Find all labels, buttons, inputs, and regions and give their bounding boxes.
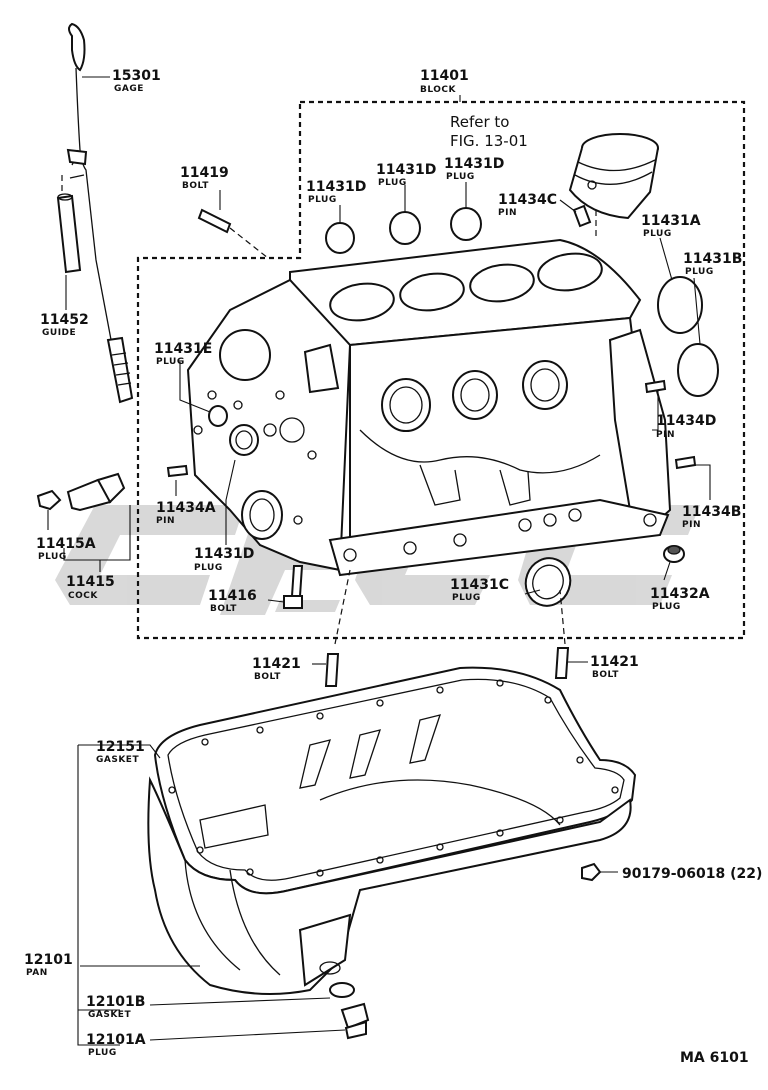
callout-plug-11431b-name: PLUG (685, 267, 714, 277)
callout-plug-11431d-b-name: PLUG (378, 178, 407, 188)
callout-gasket-12101b-number: 12101B (86, 994, 145, 1010)
callout-plug-11431d-d-name: PLUG (194, 563, 223, 573)
bolt-90179-part (581, 862, 602, 882)
plug-12101a-part (340, 1002, 370, 1040)
callout-pan-number: 12101 (24, 952, 73, 968)
callout-plug-11431c-name: PLUG (452, 593, 481, 603)
callout-plug-11431d-a-name: PLUG (308, 195, 337, 205)
dipstick-gage (66, 22, 134, 404)
pin-11434d-part (644, 379, 667, 394)
callout-block-name: BLOCK (420, 85, 457, 95)
callout-bolt-90179-number: 90179-06018 (22) (622, 866, 762, 882)
pin-11434b-part (674, 455, 697, 470)
callout-guide-number: 11452 (40, 312, 89, 328)
callout-bolt-11419-number: 11419 (180, 165, 229, 181)
callout-pin-11434a-number: 11434A (156, 500, 216, 516)
callout-plug-11431d-b-number: 11431D (376, 162, 436, 178)
cylinder-block (186, 238, 672, 577)
cock-11415-part (66, 472, 126, 512)
leader-lines (47, 76, 711, 1046)
plug-11431e-part (208, 405, 228, 427)
plug-11415a-part (36, 489, 62, 511)
diagram-code: MA 6101 (680, 1050, 749, 1066)
callout-cock-number: 11415 (66, 574, 115, 590)
pin-11434c (572, 204, 592, 228)
callout-gasket-12151-name: GASKET (96, 755, 139, 765)
bolt-11421-parts (324, 647, 570, 687)
callout-plug-11415a-number: 11415A (36, 536, 96, 552)
callout-plug-11431b-number: 11431B (683, 251, 742, 267)
callout-plug-11431d-a-number: 11431D (306, 179, 366, 195)
callout-cock-name: COCK (68, 591, 98, 601)
plug-11431a-part (657, 276, 703, 334)
callout-plug-11431d-d-number: 11431D (194, 546, 254, 562)
callout-plug-11431a-number: 11431A (641, 213, 701, 229)
callout-pin-11434a-name: PIN (156, 516, 175, 526)
callout-plug-11431d-c-name: PLUG (446, 172, 475, 182)
bolt-11419-part (197, 208, 232, 234)
callout-bolt-11416-number: 11416 (208, 588, 257, 604)
callout-bolt-11419-name: BOLT (182, 181, 209, 191)
callout-gasket-12101b-name: GASKET (88, 1010, 131, 1020)
callout-pan-name: PAN (26, 968, 48, 978)
callout-block-number: 11401 (420, 68, 469, 84)
callout-labels: 15301 GAGE 11401 BLOCK 11419 BOLT 11431D… (24, 68, 762, 1066)
callout-plug-11432a-number: 11432A (650, 586, 710, 602)
callout-plug-12101a-name: PLUG (88, 1048, 117, 1058)
callout-guide-name: GUIDE (42, 328, 76, 338)
reference-line2: FIG. 13-01 (450, 132, 528, 150)
plug-11431b-part (677, 343, 719, 397)
callout-bolt-11421-a-number: 11421 (252, 656, 301, 672)
plug-11431c-part (524, 557, 572, 607)
plug-11431d-parts (325, 207, 482, 254)
callout-bolt-11421-b-number: 11421 (590, 654, 639, 670)
callout-bolt-11421-b-name: BOLT (592, 670, 619, 680)
callout-pin-11434c-number: 11434C (498, 192, 557, 208)
callout-gage-name: GAGE (114, 84, 144, 94)
block-boundary (136, 100, 746, 640)
callout-bolt-11421-a-name: BOLT (254, 672, 281, 682)
callout-plug-11431d-c-number: 11431D (444, 156, 504, 172)
callout-plug-11431c-number: 11431C (450, 577, 509, 593)
plug-11431d-front-part (229, 424, 259, 456)
callout-plug-11415a-name: PLUG (38, 552, 67, 562)
callout-pin-11434d-name: PIN (656, 430, 675, 440)
callout-plug-11431e-name: PLUG (156, 357, 185, 367)
callout-plug-11432a-name: PLUG (652, 602, 681, 612)
callout-pin-11434c-name: PIN (498, 208, 517, 218)
callout-plug-11431e-number: 11431E (154, 341, 212, 357)
pin-11434a-part (166, 464, 189, 478)
callout-pin-11434b-number: 11434B (682, 504, 741, 520)
reference-line1: Refer to (450, 113, 509, 131)
bolt-11416-part (283, 565, 304, 609)
dipstick-guide (56, 174, 85, 274)
callout-gage-number: 15301 (112, 68, 161, 84)
oil-pan (147, 666, 637, 995)
plug-11432a-part (663, 545, 685, 563)
callout-gasket-12151-number: 12151 (96, 739, 145, 755)
callout-pin-11434d-number: 11434D (656, 413, 716, 429)
callout-pin-11434b-name: PIN (682, 520, 701, 530)
callout-bolt-11416-name: BOLT (210, 604, 237, 614)
callout-plug-11431a-name: PLUG (643, 229, 672, 239)
callout-plug-12101a-number: 12101A (86, 1032, 146, 1048)
gasket-12101b-part (329, 982, 355, 998)
piston (568, 133, 659, 220)
